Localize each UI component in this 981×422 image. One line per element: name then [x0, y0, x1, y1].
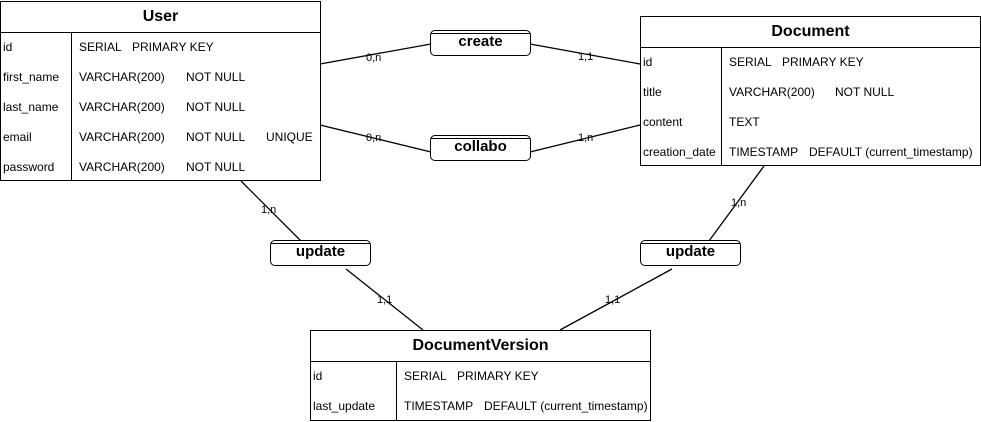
cardinality-label: 1,n	[578, 132, 593, 144]
attribute-row: creation_date TIMESTAMP DEFAULT (current…	[641, 137, 980, 167]
cardinality-label: 0,n	[366, 52, 381, 64]
attribute-row: last_update TIMESTAMP DEFAULT (current_t…	[311, 391, 650, 421]
attribute-type: SERIAL	[729, 55, 772, 69]
entity-document[interactable]: Document id SERIAL PRIMARY KEY title VAR…	[640, 16, 981, 166]
attribute-constraint: NOT NULL	[186, 160, 246, 174]
column-divider	[721, 47, 722, 165]
cardinality-label: 0,n	[366, 132, 381, 144]
attribute-type: VARCHAR(200)	[79, 130, 165, 144]
edge-document-update	[708, 165, 765, 242]
attribute-constraint: NOT NULL	[186, 130, 246, 144]
attribute-constraint: DEFAULT (current_timestamp)	[809, 145, 973, 159]
attribute-name: last_update	[313, 399, 376, 413]
entity-attributes: id SERIAL PRIMARY KEY first_name VARCHAR…	[1, 32, 320, 180]
cardinality-label: 1,n	[731, 197, 746, 209]
attribute-name: content	[643, 115, 683, 129]
edge-user-update	[240, 180, 302, 242]
attribute-type: VARCHAR(200)	[729, 85, 815, 99]
entity-attributes: id SERIAL PRIMARY KEY title VARCHAR(200)…	[641, 47, 980, 165]
column-divider	[71, 32, 72, 180]
edge-create-document	[529, 43, 641, 65]
entity-title: Document	[641, 17, 980, 48]
attribute-name: first_name	[3, 70, 60, 84]
attribute-constraint: NOT NULL	[186, 100, 246, 114]
edge-update-version-left	[345, 268, 424, 331]
entity-user[interactable]: User id SERIAL PRIMARY KEY first_name VA…	[0, 1, 321, 181]
attribute-name: id	[313, 369, 323, 383]
attribute-constraint: PRIMARY KEY	[457, 369, 539, 383]
edge-user-collabo	[319, 124, 432, 153]
entity-title: User	[1, 2, 320, 33]
attribute-row: id SERIAL PRIMARY KEY	[311, 361, 650, 391]
attribute-type: SERIAL	[79, 40, 122, 54]
entity-document-version[interactable]: DocumentVersion id SERIAL PRIMARY KEY la…	[310, 330, 651, 421]
edge-user-create	[319, 43, 432, 65]
relationship-create[interactable]: create	[430, 30, 531, 56]
edge-update-version-right	[559, 268, 673, 331]
attribute-name: id	[643, 55, 653, 69]
attribute-row: email VARCHAR(200) NOT NULL UNIQUE	[1, 122, 320, 152]
attribute-name: creation_date	[643, 145, 716, 159]
entity-attributes: id SERIAL PRIMARY KEY last_update TIMEST…	[311, 361, 650, 420]
attribute-type: VARCHAR(200)	[79, 100, 165, 114]
attribute-constraint: PRIMARY KEY	[132, 40, 214, 54]
attribute-row: id SERIAL PRIMARY KEY	[641, 47, 980, 77]
attribute-name: last_name	[3, 100, 59, 114]
relationship-update-document[interactable]: update	[640, 240, 741, 266]
attribute-row: first_name VARCHAR(200) NOT NULL	[1, 62, 320, 92]
attribute-type: TIMESTAMP	[404, 399, 474, 413]
attribute-unique: UNIQUE	[266, 130, 313, 144]
attribute-type: TIMESTAMP	[729, 145, 799, 159]
attribute-type: VARCHAR(200)	[79, 70, 165, 84]
cardinality-label: 1,n	[261, 204, 276, 216]
attribute-constraint: NOT NULL	[835, 85, 895, 99]
attribute-name: password	[3, 160, 55, 174]
column-divider	[396, 361, 397, 420]
relationship-collabo[interactable]: collabo	[430, 135, 531, 161]
attribute-row: id SERIAL PRIMARY KEY	[1, 32, 320, 62]
cardinality-label: 1,1	[605, 294, 620, 306]
cardinality-label: 1,1	[377, 294, 392, 306]
attribute-row: title VARCHAR(200) NOT NULL	[641, 77, 980, 107]
attribute-row: last_name VARCHAR(200) NOT NULL	[1, 92, 320, 122]
attribute-constraint: NOT NULL	[186, 70, 246, 84]
edge-collabo-document	[529, 124, 641, 153]
attribute-name: email	[3, 130, 32, 144]
attribute-name: id	[3, 40, 13, 54]
attribute-row: content TEXT	[641, 107, 980, 137]
attribute-constraint: DEFAULT (current_timestamp)	[484, 399, 648, 413]
attribute-constraint: PRIMARY KEY	[782, 55, 864, 69]
attribute-row: password VARCHAR(200) NOT NULL	[1, 152, 320, 182]
attribute-type: SERIAL	[404, 369, 447, 383]
attribute-type: TEXT	[729, 115, 760, 129]
attribute-type: VARCHAR(200)	[79, 160, 165, 174]
attribute-name: title	[643, 85, 662, 99]
cardinality-label: 1,1	[578, 51, 593, 63]
relationship-update-user[interactable]: update	[270, 240, 371, 266]
entity-title: DocumentVersion	[311, 331, 650, 362]
